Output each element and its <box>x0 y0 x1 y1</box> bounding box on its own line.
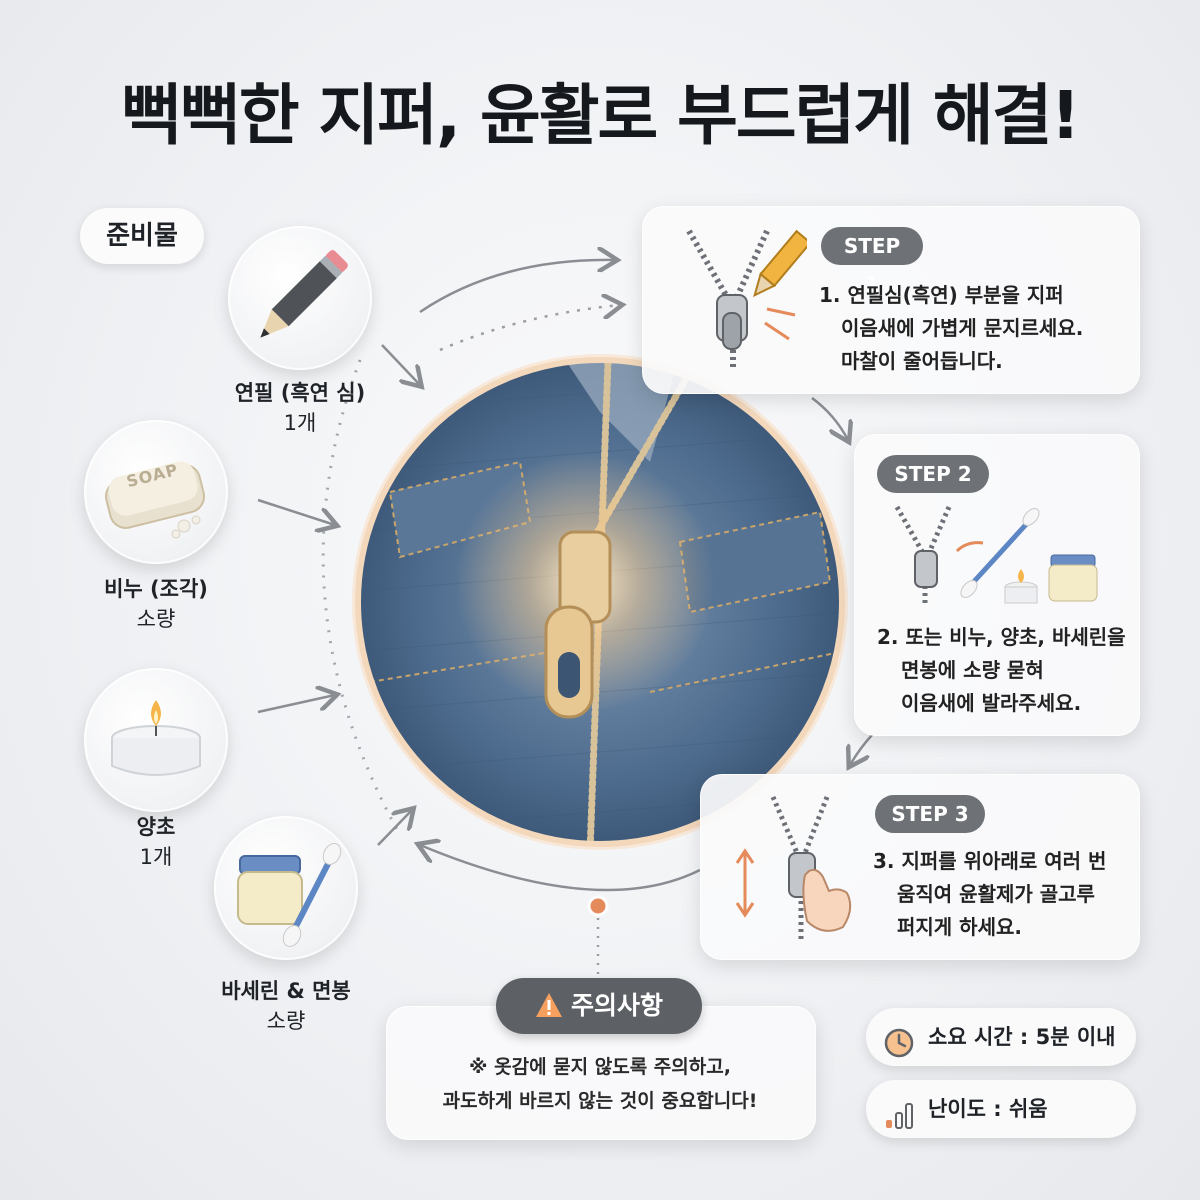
step-3-text: 3. 지퍼를 위아래로 여러 번 움직여 윤활제가 골고루 퍼지게 하세요. <box>873 845 1135 944</box>
material-name: 연필 (흑연 심) <box>234 381 366 405</box>
step-line: 1. 연필심(흑연) 부분을 지퍼 <box>819 283 1064 307</box>
pencil-icon <box>228 226 372 370</box>
step-1-text: 1. 연필심(흑연) 부분을 지퍼 이음새에 가볍게 문지르세요. 마찰이 줄어… <box>819 279 1129 378</box>
step-2-card: STEP 2 2. 또는 비누, 양초, 바세린을 면봉에 소량 묻혀 이음새에… <box>854 434 1140 736</box>
warning-badge-label: 주의사항 <box>570 991 663 1020</box>
materials-label: 준비물 <box>80 208 204 264</box>
soap-icon: SOAP <box>84 420 228 564</box>
warning-badge: 주의사항 <box>496 978 702 1034</box>
step-line: 움직여 윤활제가 골고루 <box>897 882 1095 906</box>
material-amount: 소량 <box>266 1009 306 1033</box>
time-pill: 소요 시간 : 5분 이내 <box>866 1008 1136 1066</box>
warning-line: ※ 옷감에 묻지 않도록 주의하고, <box>469 1056 731 1078</box>
step-3-card: STEP 3 3. 지퍼를 위아래로 여러 번 움직여 윤활제가 골고루 퍼지게… <box>700 774 1140 960</box>
step-line: 2. 또는 비누, 양초, 바세린을 <box>877 625 1126 649</box>
warning-icon <box>535 982 563 1017</box>
material-name: 비누 (조각) <box>104 577 208 601</box>
vaseline-icon <box>214 816 358 960</box>
material-name: 바세린 & 면봉 <box>221 979 351 1003</box>
zipper-pencil-icon <box>686 229 807 367</box>
page-title: 뻑뻑한 지퍼, 윤활로 부드럽게 해결! <box>121 77 1080 154</box>
material-item: 비누 (조각) 소량 <box>46 574 266 634</box>
difficulty-label: 난이도 : 쉬움 <box>928 1097 1048 1121</box>
zipper-hand-icon <box>735 796 852 939</box>
material-item: 바세린 & 면봉 소량 <box>176 976 396 1036</box>
material-amount: 1개 <box>283 411 317 435</box>
warning-text: ※ 옷감에 묻지 않도록 주의하고, 과도하게 바르지 않는 것이 중요합니다! <box>400 1050 800 1118</box>
material-amount: 소량 <box>136 607 176 631</box>
denim-zipper-photo <box>350 352 850 852</box>
material-amount: 1개 <box>139 845 173 869</box>
step-line: 이음새에 발라주세요. <box>901 691 1082 715</box>
step-line: 퍼지게 하세요. <box>897 915 1022 939</box>
step-2-badge: STEP 2 <box>877 455 989 493</box>
material-name: 양초 <box>136 815 176 839</box>
step-line: 면봉에 소량 묻혀 <box>901 658 1044 682</box>
clock-icon <box>884 1022 914 1058</box>
signal-bars-icon <box>884 1094 916 1129</box>
step-1-card: STEP 1 1. 연필심(흑연) 부분을 지퍼 이음새에 가볍게 문지르세요.… <box>642 206 1140 394</box>
material-item: 양초 1개 <box>46 812 266 872</box>
time-label: 소요 시간 : 5분 이내 <box>928 1025 1116 1049</box>
warning-line: 과도하게 바르지 않는 것이 중요합니다! <box>442 1090 758 1112</box>
step-1-badge: STEP 1 <box>821 227 923 296</box>
step-2-text: 2. 또는 비누, 양초, 바세린을 면봉에 소량 묻혀 이음새에 발라주세요. <box>877 621 1139 720</box>
difficulty-pill: 난이도 : 쉬움 <box>866 1080 1136 1138</box>
step-line: 이음새에 가볍게 문지르세요. <box>841 316 1084 340</box>
zipper-swab-icon <box>894 505 1098 604</box>
candle-icon <box>84 668 228 812</box>
step-3-badge: STEP 3 <box>875 795 985 833</box>
step-line: 3. 지퍼를 위아래로 여러 번 <box>873 849 1107 873</box>
step-line: 마찰이 줄어듭니다. <box>841 349 1003 373</box>
material-item: 연필 (흑연 심) 1개 <box>190 378 410 438</box>
